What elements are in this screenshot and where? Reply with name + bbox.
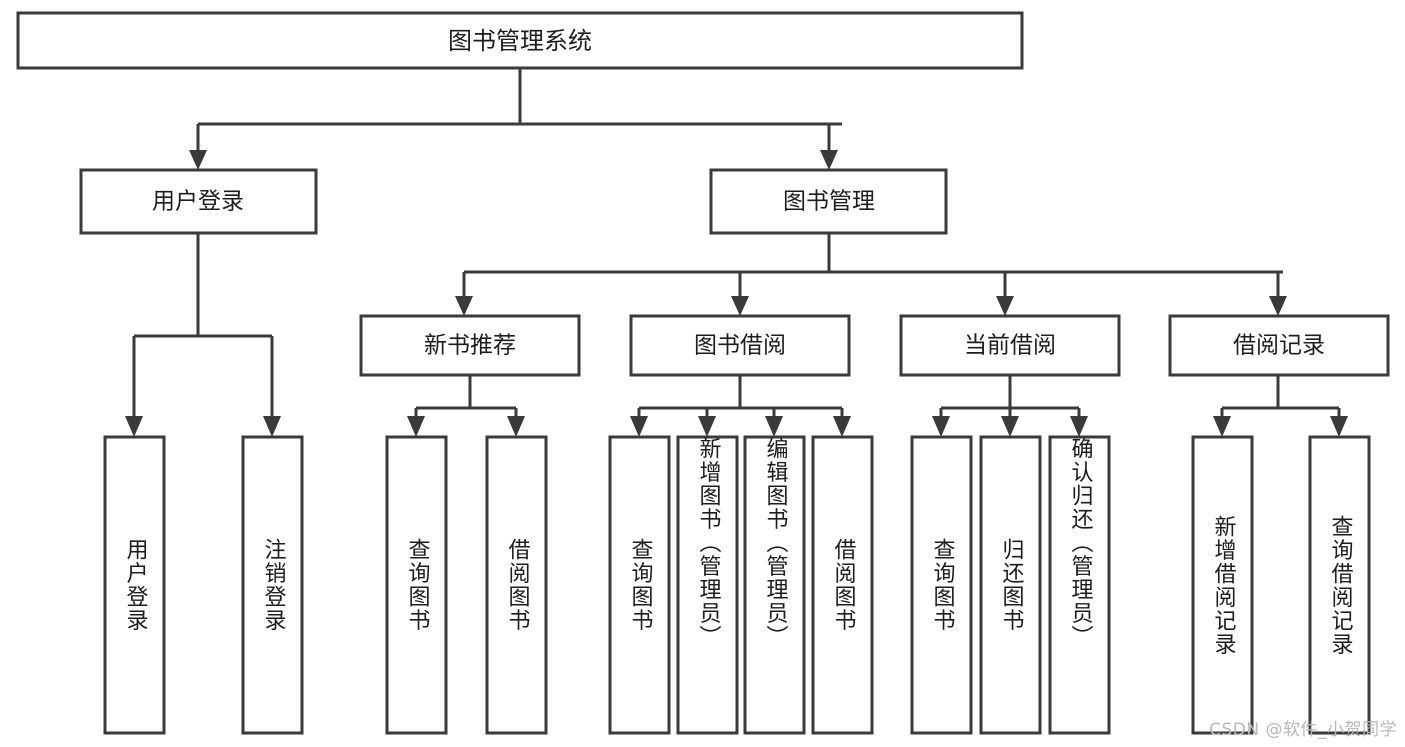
node-book-borrow-label: 图书借阅	[694, 333, 786, 359]
node-new-book-recommend-label: 新书推荐	[424, 333, 516, 359]
connector-borrowrecord-to-leaves	[1213, 375, 1348, 437]
leaf-box-borrow-book-1[interactable]	[485, 435, 548, 735]
node-root-label: 图书管理系统	[448, 27, 592, 55]
node-borrow-record-label: 借阅记录	[1233, 333, 1325, 359]
leaf-box-add-record[interactable]	[1191, 435, 1254, 735]
leaf-box-return-book[interactable]	[979, 435, 1042, 735]
node-new-book-recommend[interactable]: 新书推荐	[359, 314, 581, 377]
csdn-watermark: CSDN @软件_小贺同学	[1209, 720, 1397, 740]
connector-currentborrow-to-leaves	[932, 375, 1088, 437]
leaf-box-query-record[interactable]	[1308, 435, 1371, 735]
node-book-borrow[interactable]: 图书借阅	[629, 314, 851, 377]
node-current-borrow-label: 当前借阅	[964, 333, 1056, 359]
leaf-box-query-book-2[interactable]	[608, 435, 671, 735]
node-book-management[interactable]: 图书管理	[709, 168, 948, 235]
node-user-login[interactable]: 用户登录	[79, 168, 318, 235]
connector-bookmgmt-to-level3	[455, 233, 1287, 316]
connector-userlogin-to-leaves	[125, 233, 281, 437]
leaf-box-confirm-return[interactable]	[1048, 435, 1111, 735]
leaf-box-logout[interactable]	[241, 435, 304, 735]
leaf-boxes	[103, 435, 1371, 735]
leaf-box-user-login[interactable]	[103, 435, 166, 735]
node-user-login-label: 用户登录	[152, 189, 244, 215]
connector-newbook-to-leaves	[407, 375, 525, 437]
leaf-box-query-book-1[interactable]	[385, 435, 448, 735]
leaf-box-add-book[interactable]	[676, 435, 739, 735]
leaf-box-borrow-book-2[interactable]	[811, 435, 874, 735]
connector-bookborrow-to-leaves	[630, 375, 851, 437]
connector-root-to-level2	[189, 68, 842, 170]
node-borrow-record[interactable]: 借阅记录	[1168, 314, 1390, 377]
node-book-management-label: 图书管理	[783, 189, 875, 215]
leaf-box-query-book-3[interactable]	[910, 435, 973, 735]
leaf-box-edit-book[interactable]	[743, 435, 806, 735]
node-current-borrow[interactable]: 当前借阅	[899, 314, 1121, 377]
node-root[interactable]: 图书管理系统	[16, 11, 1024, 70]
